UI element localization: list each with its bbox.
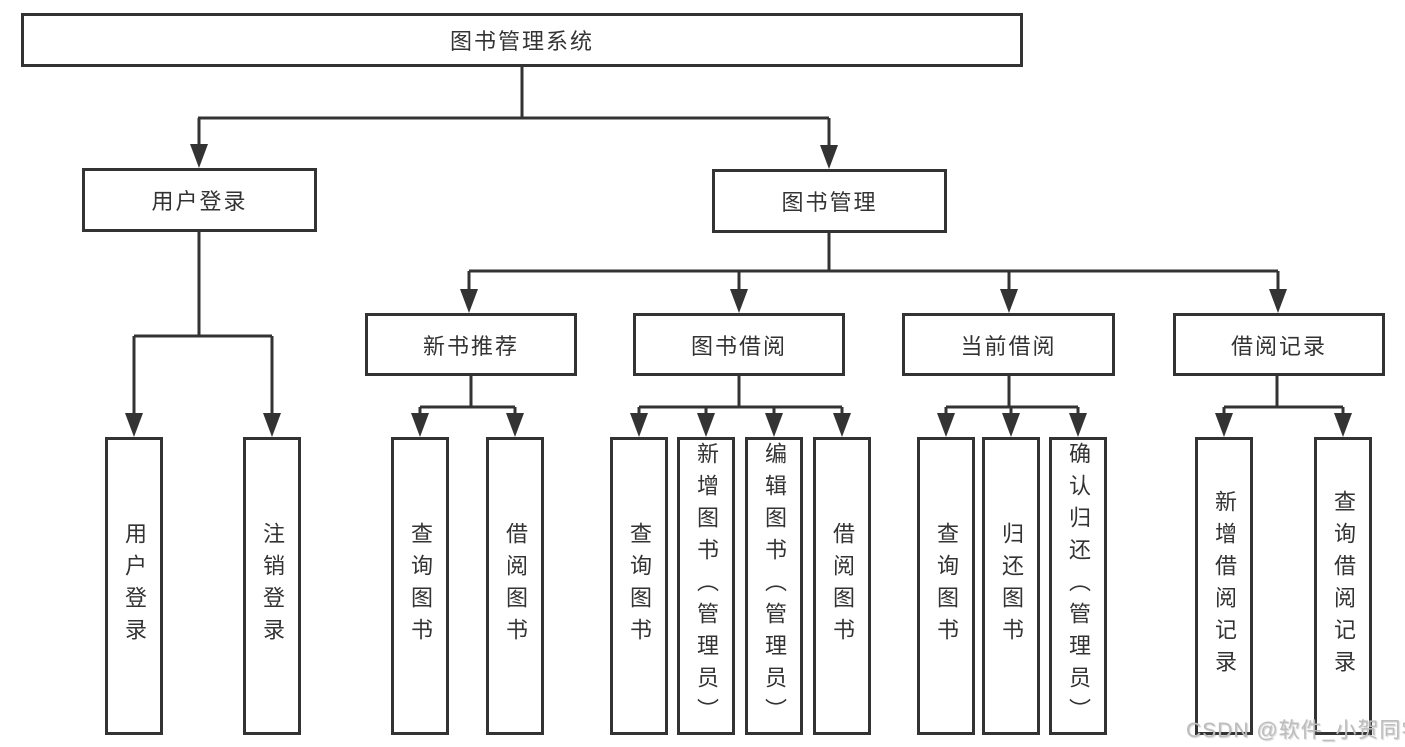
leaf-confirm-return-admin: 确认归还（管理员） (1049, 437, 1107, 735)
leaf-query-book: 查询图书 (391, 437, 449, 735)
node-new-book-recommend-label: 新书推荐 (422, 333, 519, 359)
node-library-management-system: 图书管理系统 (21, 13, 1023, 67)
leaf-query-borrow-record-label: 查询借阅记录 (1331, 490, 1356, 682)
leaf-query-book-2-label: 查询图书 (627, 522, 652, 650)
leaf-add-borrow-record-label: 新增借阅记录 (1212, 490, 1237, 682)
leaf-user-login: 用户登录 (105, 437, 163, 735)
node-user-login: 用户登录 (82, 168, 317, 232)
leaf-borrow-book: 借阅图书 (486, 437, 544, 735)
node-book-borrowing-label: 图书借阅 (690, 333, 787, 359)
leaf-return-book-label: 归还图书 (999, 522, 1024, 650)
leaf-query-book-2: 查询图书 (610, 437, 668, 735)
watermark: CSDN @软件_小贺同学 (1186, 719, 1405, 742)
leaf-user-login-label: 用户登录 (122, 522, 147, 650)
leaf-confirm-return-admin-label: 确认归还（管理员） (1066, 442, 1091, 730)
node-current-borrowing: 当前借阅 (902, 313, 1115, 376)
node-book-management: 图书管理 (712, 169, 947, 233)
leaf-borrow-book-2: 借阅图书 (813, 437, 871, 735)
leaf-query-book-label: 查询图书 (408, 522, 433, 650)
leaf-query-borrow-record: 查询借阅记录 (1314, 437, 1372, 735)
leaf-borrow-book-label: 借阅图书 (503, 522, 528, 650)
leaf-edit-book-admin-label: 编辑图书（管理员） (762, 442, 787, 730)
node-new-book-recommend: 新书推荐 (365, 313, 577, 376)
node-current-borrowing-label: 当前借阅 (960, 333, 1057, 359)
leaf-logout-label: 注销登录 (260, 522, 285, 650)
leaf-query-book-3: 查询图书 (917, 437, 975, 735)
node-book-borrowing: 图书借阅 (633, 313, 845, 376)
node-borrow-records: 借阅记录 (1173, 313, 1385, 376)
leaf-edit-book-admin: 编辑图书（管理员） (745, 437, 803, 735)
leaf-add-book-admin: 新增图书（管理员） (677, 437, 735, 735)
node-book-management-label: 图书管理 (781, 190, 878, 215)
leaf-query-book-3-label: 查询图书 (934, 522, 959, 650)
leaf-logout: 注销登录 (243, 437, 301, 735)
node-user-login-label: 用户登录 (151, 189, 248, 214)
leaf-borrow-book-2-label: 借阅图书 (830, 522, 855, 650)
leaf-return-book: 归还图书 (982, 437, 1040, 735)
leaf-add-borrow-record: 新增借阅记录 (1195, 437, 1253, 735)
leaf-add-book-admin-label: 新增图书（管理员） (694, 442, 719, 730)
node-library-management-system-label: 图书管理系统 (449, 29, 594, 54)
node-borrow-records-label: 借阅记录 (1230, 333, 1327, 359)
